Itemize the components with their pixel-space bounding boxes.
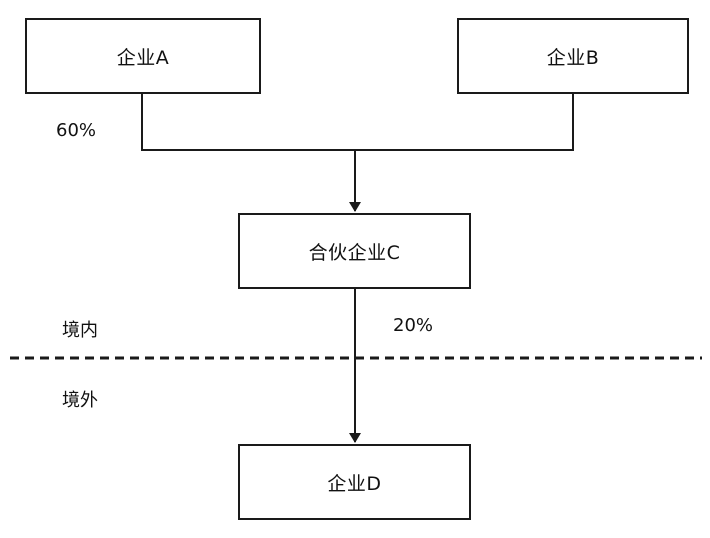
- ownership-percent-a: 60%: [56, 120, 97, 141]
- entity-a-label: 企业A: [116, 46, 170, 69]
- domestic-zone-label: 境内: [62, 320, 98, 341]
- entity-c-box: 合伙企业C: [238, 213, 471, 289]
- entity-d-label: 企业D: [327, 472, 382, 495]
- entity-c-label: 合伙企业C: [308, 241, 401, 264]
- entity-a-box: 企业A: [25, 18, 261, 94]
- entity-b-label: 企业B: [546, 46, 600, 69]
- ownership-percent-c: 20%: [393, 315, 434, 336]
- overseas-zone-label: 境外: [62, 390, 98, 411]
- entity-d-box: 企业D: [238, 444, 471, 520]
- entity-b-box: 企业B: [457, 18, 689, 94]
